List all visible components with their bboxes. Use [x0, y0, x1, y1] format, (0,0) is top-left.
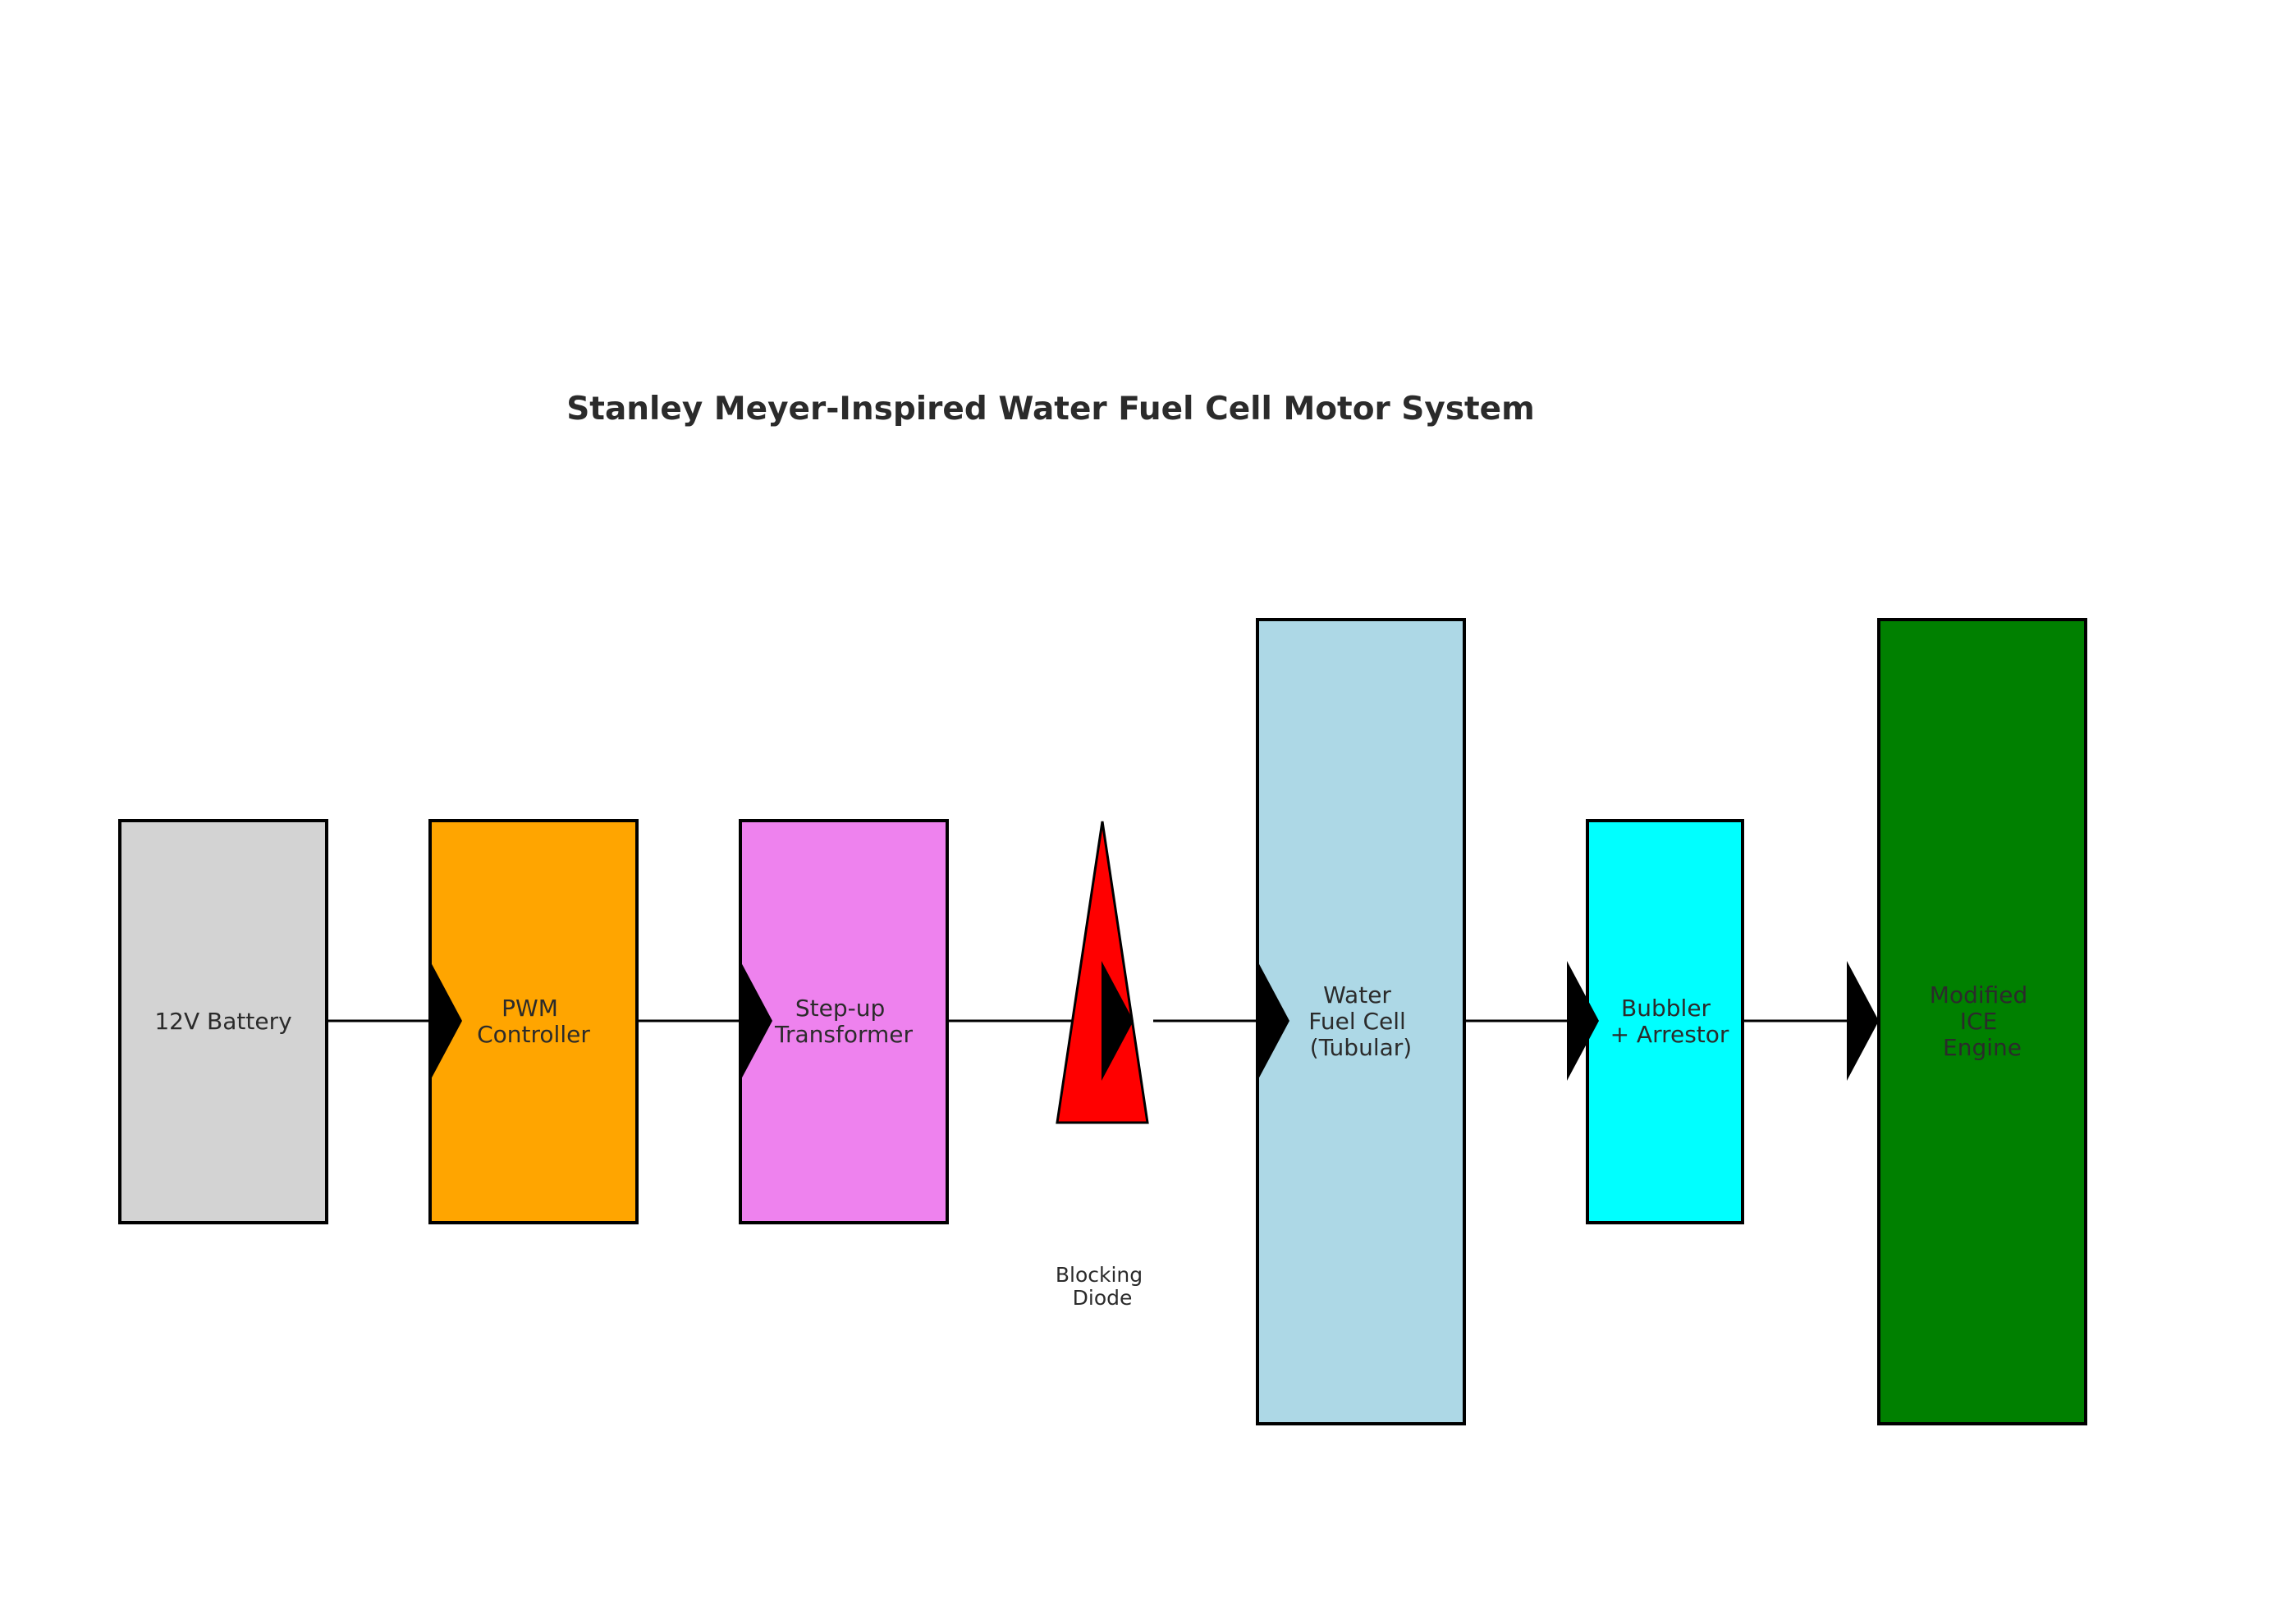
- arrow-head-icon: [1257, 961, 1289, 1081]
- engine-box: [1877, 618, 2087, 1425]
- block-water-fuel-cell: Water Fuel Cell (Tubular): [1256, 618, 1466, 1425]
- pwm-controller-label-line: PWM: [502, 995, 558, 1022]
- fuel-cell-label-line: Water: [1323, 981, 1391, 1009]
- diode-label-line: Blocking: [1056, 1263, 1143, 1287]
- battery-label-line: 12V Battery: [154, 1008, 291, 1035]
- pwm-controller-label-line: Controller: [477, 1021, 590, 1048]
- diagram-title: Stanley Meyer-Inspired Water Fuel Cell M…: [566, 391, 1535, 428]
- arrow-head-icon: [1567, 961, 1599, 1081]
- diode-label-line: Diode: [1073, 1286, 1133, 1310]
- arrow-head-icon: [1847, 961, 1879, 1081]
- bubbler-box: [1586, 819, 1744, 1224]
- fuel-cell-box: [1256, 618, 1466, 1425]
- arrow-head-icon: [1102, 961, 1134, 1081]
- transformer-label-line: Step-up: [795, 995, 885, 1022]
- transformer-box: [739, 819, 949, 1224]
- bubbler-label-line: + Arrestor: [1610, 1021, 1729, 1048]
- fuel-cell-label: Water Fuel Cell (Tubular): [1308, 981, 1413, 1061]
- arrow-heads: [430, 961, 1879, 1081]
- block-battery: 12V Battery: [118, 819, 328, 1224]
- block-bubbler-arrestor: Bubbler + Arrestor: [1586, 819, 1744, 1224]
- fuel-cell-label-line: Fuel Cell: [1308, 1008, 1406, 1035]
- battery-label: 12V Battery: [154, 1008, 291, 1035]
- engine-label-line: Modified: [1930, 981, 2027, 1009]
- arrow-head-icon: [740, 961, 772, 1081]
- battery-box: [118, 819, 328, 1224]
- bubbler-label: Bubbler + Arrestor: [1610, 995, 1729, 1048]
- bubbler-label-line: Bubbler: [1621, 995, 1711, 1022]
- fuel-cell-label-line: (Tubular): [1310, 1034, 1412, 1061]
- transformer-label: Step-up Transformer: [774, 995, 914, 1048]
- arrow-head-icon: [430, 961, 462, 1081]
- transformer-label-line: Transformer: [774, 1021, 914, 1048]
- block-modified-ice-engine: Modified ICE Engine: [1877, 618, 2087, 1425]
- pwm-controller-label: PWM Controller: [477, 995, 590, 1048]
- engine-label-line: ICE: [1960, 1008, 1998, 1035]
- engine-label: Modified ICE Engine: [1930, 981, 2035, 1061]
- diode-label: Blocking Diode: [1056, 1263, 1149, 1310]
- block-step-up-transformer: Step-up Transformer: [739, 819, 949, 1224]
- engine-label-line: Engine: [1943, 1034, 2022, 1061]
